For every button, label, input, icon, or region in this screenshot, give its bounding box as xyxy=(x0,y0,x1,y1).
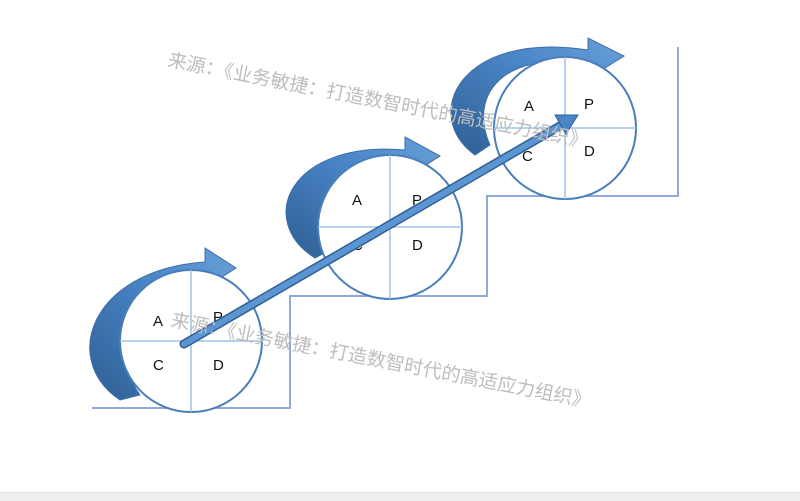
staircase-outline xyxy=(92,47,679,409)
cycle-1-label-d: D xyxy=(213,357,224,374)
improvement-diagonal-arrow xyxy=(179,114,579,349)
cycle-3-curved-arrow xyxy=(450,37,626,156)
cycle-1-label-c: C xyxy=(153,357,164,374)
cycle-1-label-a: A xyxy=(153,313,163,330)
pdca-cycle-2: A P C D xyxy=(285,136,463,300)
cycle-3-label-p: P xyxy=(584,96,594,113)
cycle-3-label-d: D xyxy=(584,143,595,160)
cycle-1-label-p: P xyxy=(213,309,223,326)
bottom-scroll-strip xyxy=(0,492,800,501)
cycle-3-label-c: C xyxy=(522,148,533,165)
cycle-2-label-p: P xyxy=(412,192,422,209)
cycle-3-label-a: A xyxy=(524,98,534,115)
cycle-2-label-d: D xyxy=(412,237,423,254)
cycle-2-label-a: A xyxy=(352,192,362,209)
